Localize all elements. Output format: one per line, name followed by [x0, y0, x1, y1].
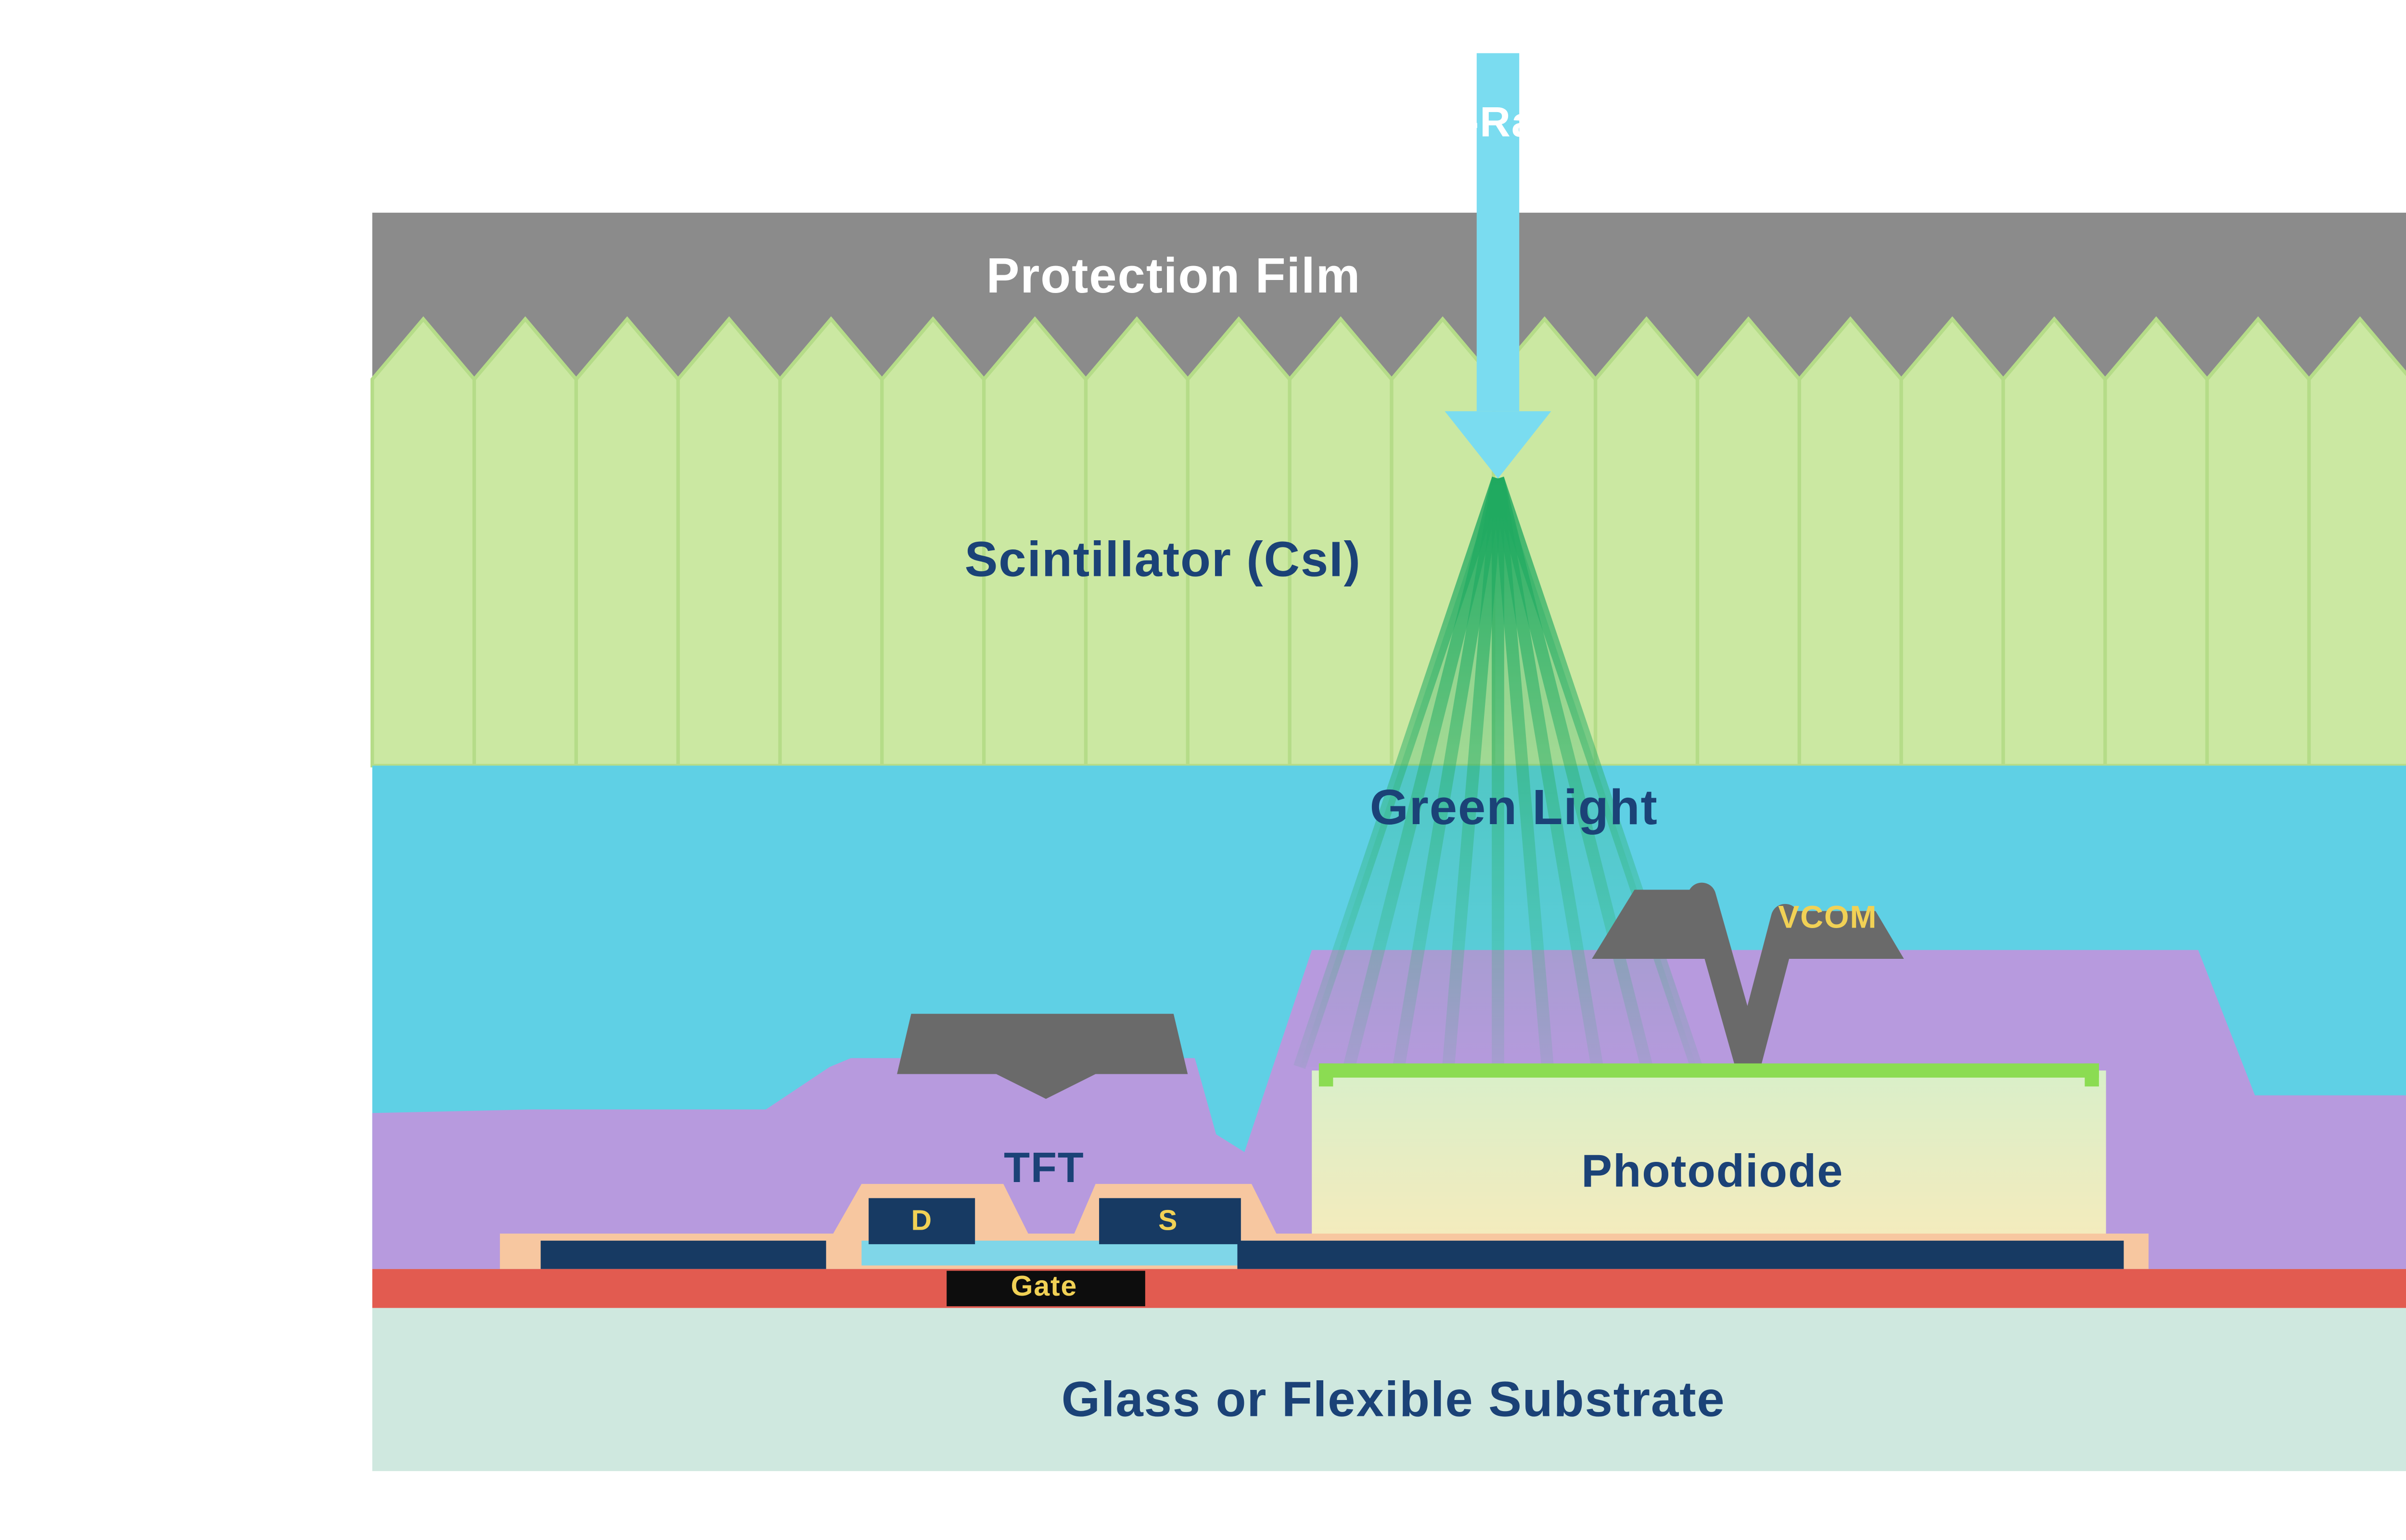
xray-label: X-Ray [1435, 99, 1561, 147]
protection-film-label: Protection Film [986, 248, 1361, 303]
green-light-label: Green Light [1369, 779, 1658, 835]
protection-film-layer [372, 213, 2406, 380]
substrate-label: Glass or Flexible Substrate [1061, 1372, 1726, 1427]
tft-gate-electrode [947, 1271, 1145, 1307]
xray-arrow-shaft [1476, 53, 1520, 411]
tft-channel [861, 1240, 1252, 1266]
vcom-via [1688, 882, 1800, 1074]
photodiode-label: Photodiode [1581, 1144, 1844, 1197]
left-electrode [897, 1014, 1188, 1099]
metal-line-left [540, 1240, 826, 1269]
vcom-label: VCOM [1778, 899, 1878, 935]
gate-label: Gate [1011, 1273, 1078, 1303]
tft-source-electrode [1099, 1198, 1241, 1245]
xray-arrow-head [1445, 411, 1551, 479]
source-label: S [1158, 1207, 1178, 1237]
vcom-electrode-right-wing [1769, 911, 1904, 959]
photodiode-top-contact-left-end [1318, 1063, 1333, 1087]
green-light-rays [1293, 476, 1702, 1069]
substrate-layer [372, 1308, 2406, 1471]
photodiode-top-contact [1318, 1063, 2099, 1078]
metal-line-right [1237, 1240, 2124, 1269]
photodiode-body [1312, 1070, 2106, 1245]
photodiode-top-contact-right-end [2085, 1063, 2099, 1087]
scintillator-label: Scintillator (CsI) [964, 532, 1361, 587]
tft-drain-electrode [869, 1198, 975, 1245]
barrier-layer [372, 1269, 2406, 1308]
tft-label: TFT [1004, 1145, 1085, 1193]
drain-label: D [911, 1207, 933, 1237]
